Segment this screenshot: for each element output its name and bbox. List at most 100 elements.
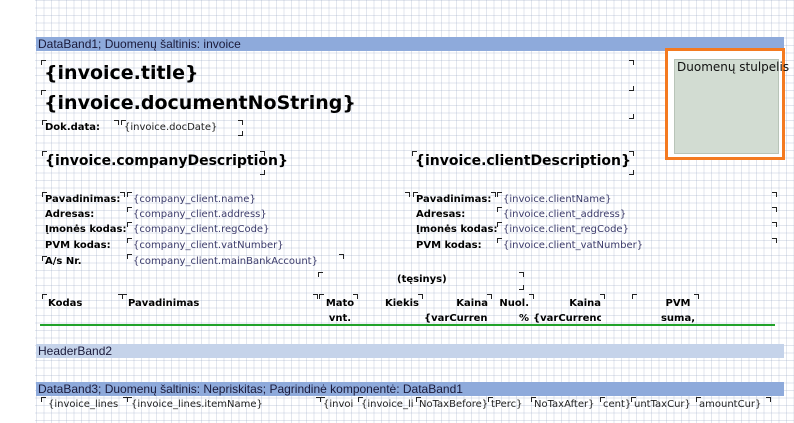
component-corner xyxy=(114,120,119,125)
databand1-header[interactable]: DataBand1; Duomenų šaltinis: invoice xyxy=(36,37,784,51)
headerband2-header[interactable]: HeaderBand2 xyxy=(36,344,784,358)
client-regcode-label[interactable]: Įmonės kodas: xyxy=(416,224,498,235)
data-column-selection[interactable]: Duomenų stulpelis xyxy=(665,48,789,160)
line-price-before-cell[interactable]: NoTaxBefore} xyxy=(419,399,489,410)
company-bank-value[interactable]: {company_client.mainBankAccount} xyxy=(133,256,318,267)
company-name-value[interactable]: {company_client.name} xyxy=(133,194,256,205)
component-corner xyxy=(412,151,417,156)
component-corner xyxy=(42,151,47,156)
company-bank-label[interactable]: A/s Nr. xyxy=(45,256,82,267)
component-corner xyxy=(629,170,634,175)
component-corner xyxy=(497,207,502,212)
line-quantity-cell[interactable]: {invoice_li xyxy=(361,399,414,410)
header-pvm-line1: PVM xyxy=(665,298,691,309)
component-corner xyxy=(629,60,634,65)
component-corner xyxy=(416,397,421,402)
component-corner xyxy=(600,397,605,402)
client-name-label[interactable]: Pavadinimas: xyxy=(416,194,492,205)
component-corner xyxy=(629,86,634,91)
table-header-rule xyxy=(40,324,775,326)
header-mato-line1: Mato xyxy=(325,298,355,309)
component-corner xyxy=(41,397,46,402)
header-kaina[interactable]: Kaina {varCurrenc xyxy=(424,296,488,326)
component-corner xyxy=(260,151,265,156)
component-corner xyxy=(42,294,47,299)
company-vat-label[interactable]: PVM kodas: xyxy=(45,240,111,251)
line-vat-amount-cell[interactable]: untTaxCur} xyxy=(634,399,691,410)
header-kodas[interactable]: Kodas xyxy=(48,298,83,309)
company-address-value[interactable]: {company_client.address} xyxy=(133,209,267,220)
component-corner xyxy=(629,114,634,119)
component-corner xyxy=(319,294,324,299)
component-corner xyxy=(353,294,358,299)
component-corner xyxy=(127,238,132,243)
client-vat-label[interactable]: PVM kodas: xyxy=(416,240,482,251)
header-nuol[interactable]: Nuol. % xyxy=(493,296,529,326)
databand3-header[interactable]: DataBand3; Duomenų šaltinis: Nepriskitas… xyxy=(36,382,784,396)
component-corner xyxy=(127,397,132,402)
component-corner xyxy=(122,294,127,299)
line-amount-cell[interactable]: amountCur} xyxy=(699,399,762,410)
company-regcode-value[interactable]: {company_client.regCode} xyxy=(133,224,270,235)
component-corner xyxy=(120,192,125,197)
continued-label[interactable]: (tęsinys) xyxy=(397,274,447,285)
company-vat-value[interactable]: {company_client.vatNumber} xyxy=(133,240,284,251)
component-corner xyxy=(488,397,493,402)
component-corner xyxy=(632,294,637,299)
client-vat-value[interactable]: {invoice.client_vatNumber} xyxy=(503,240,644,251)
client-address-label[interactable]: Adresas: xyxy=(416,209,466,220)
header-kaina-line2: {varCurrenc xyxy=(424,313,488,324)
component-corner xyxy=(531,397,536,402)
doc-date-value[interactable]: {invoice.docDate} xyxy=(124,122,218,133)
component-corner xyxy=(600,294,605,299)
header-kaina2-line2: {varCurrenc xyxy=(533,313,601,324)
line-discount-cell[interactable]: tPerc} xyxy=(491,399,523,410)
line-price-after-cell[interactable]: NoTaxAfter} xyxy=(534,399,595,410)
component-corner xyxy=(339,254,344,259)
company-regcode-label[interactable]: Įmonės kodas: xyxy=(45,224,127,235)
company-name-label[interactable]: Pavadinimas: xyxy=(45,194,121,205)
component-corner xyxy=(772,222,777,227)
company-address-label[interactable]: Adresas: xyxy=(45,209,95,220)
component-corner xyxy=(696,397,701,402)
component-corner xyxy=(772,238,777,243)
component-corner xyxy=(42,256,47,261)
component-corner xyxy=(42,192,47,197)
component-corner xyxy=(260,170,265,175)
header-kaina-line1: Kaina xyxy=(456,298,488,309)
invoice-title-text[interactable]: {invoice.title} xyxy=(44,62,199,84)
page-left-margin xyxy=(0,0,35,423)
header-pvm[interactable]: PVM suma, xyxy=(654,296,702,326)
component-corner xyxy=(320,397,325,402)
component-corner xyxy=(519,272,524,277)
header-mato[interactable]: Mato vnt. xyxy=(320,296,360,326)
client-name-value[interactable]: {invoice.clientName} xyxy=(503,194,612,205)
component-corner xyxy=(313,294,318,299)
header-nuol-line2: % xyxy=(518,313,529,324)
line-unit-cell[interactable]: {invoi xyxy=(323,399,354,410)
header-kaina-2[interactable]: Kaina {varCurrenc xyxy=(533,296,601,326)
component-corner xyxy=(497,192,502,197)
line-vat-percent-cell[interactable]: cent} xyxy=(603,399,632,410)
component-corner xyxy=(772,192,777,197)
header-kaina2-line1: Kaina xyxy=(569,298,601,309)
line-item-name-cell[interactable]: {invoice_lines.itemName} xyxy=(131,399,263,410)
component-corner xyxy=(238,131,243,136)
line-code-cell[interactable]: {invoice_lines xyxy=(48,399,119,410)
client-description[interactable]: {invoice.clientDescription} xyxy=(415,153,631,169)
client-regcode-value[interactable]: {invoice.client_regCode} xyxy=(503,224,629,235)
component-corner xyxy=(766,397,771,402)
component-corner xyxy=(519,285,524,290)
data-column-component[interactable] xyxy=(674,59,779,154)
company-description[interactable]: {invoice.companyDescription} xyxy=(45,153,288,169)
client-address-value[interactable]: {invoice.client_address} xyxy=(503,209,627,220)
header-mato-line2: vnt. xyxy=(328,313,352,324)
component-corner xyxy=(121,120,126,125)
document-number-text[interactable]: {invoice.documentNoString} xyxy=(44,92,356,114)
component-corner xyxy=(127,192,132,197)
component-corner xyxy=(41,90,46,95)
header-kiekis[interactable]: Kiekis xyxy=(385,298,419,309)
header-pavadinimas[interactable]: Pavadinimas xyxy=(128,298,200,309)
component-corner xyxy=(127,254,132,259)
doc-date-label[interactable]: Dok.data: xyxy=(45,122,101,133)
